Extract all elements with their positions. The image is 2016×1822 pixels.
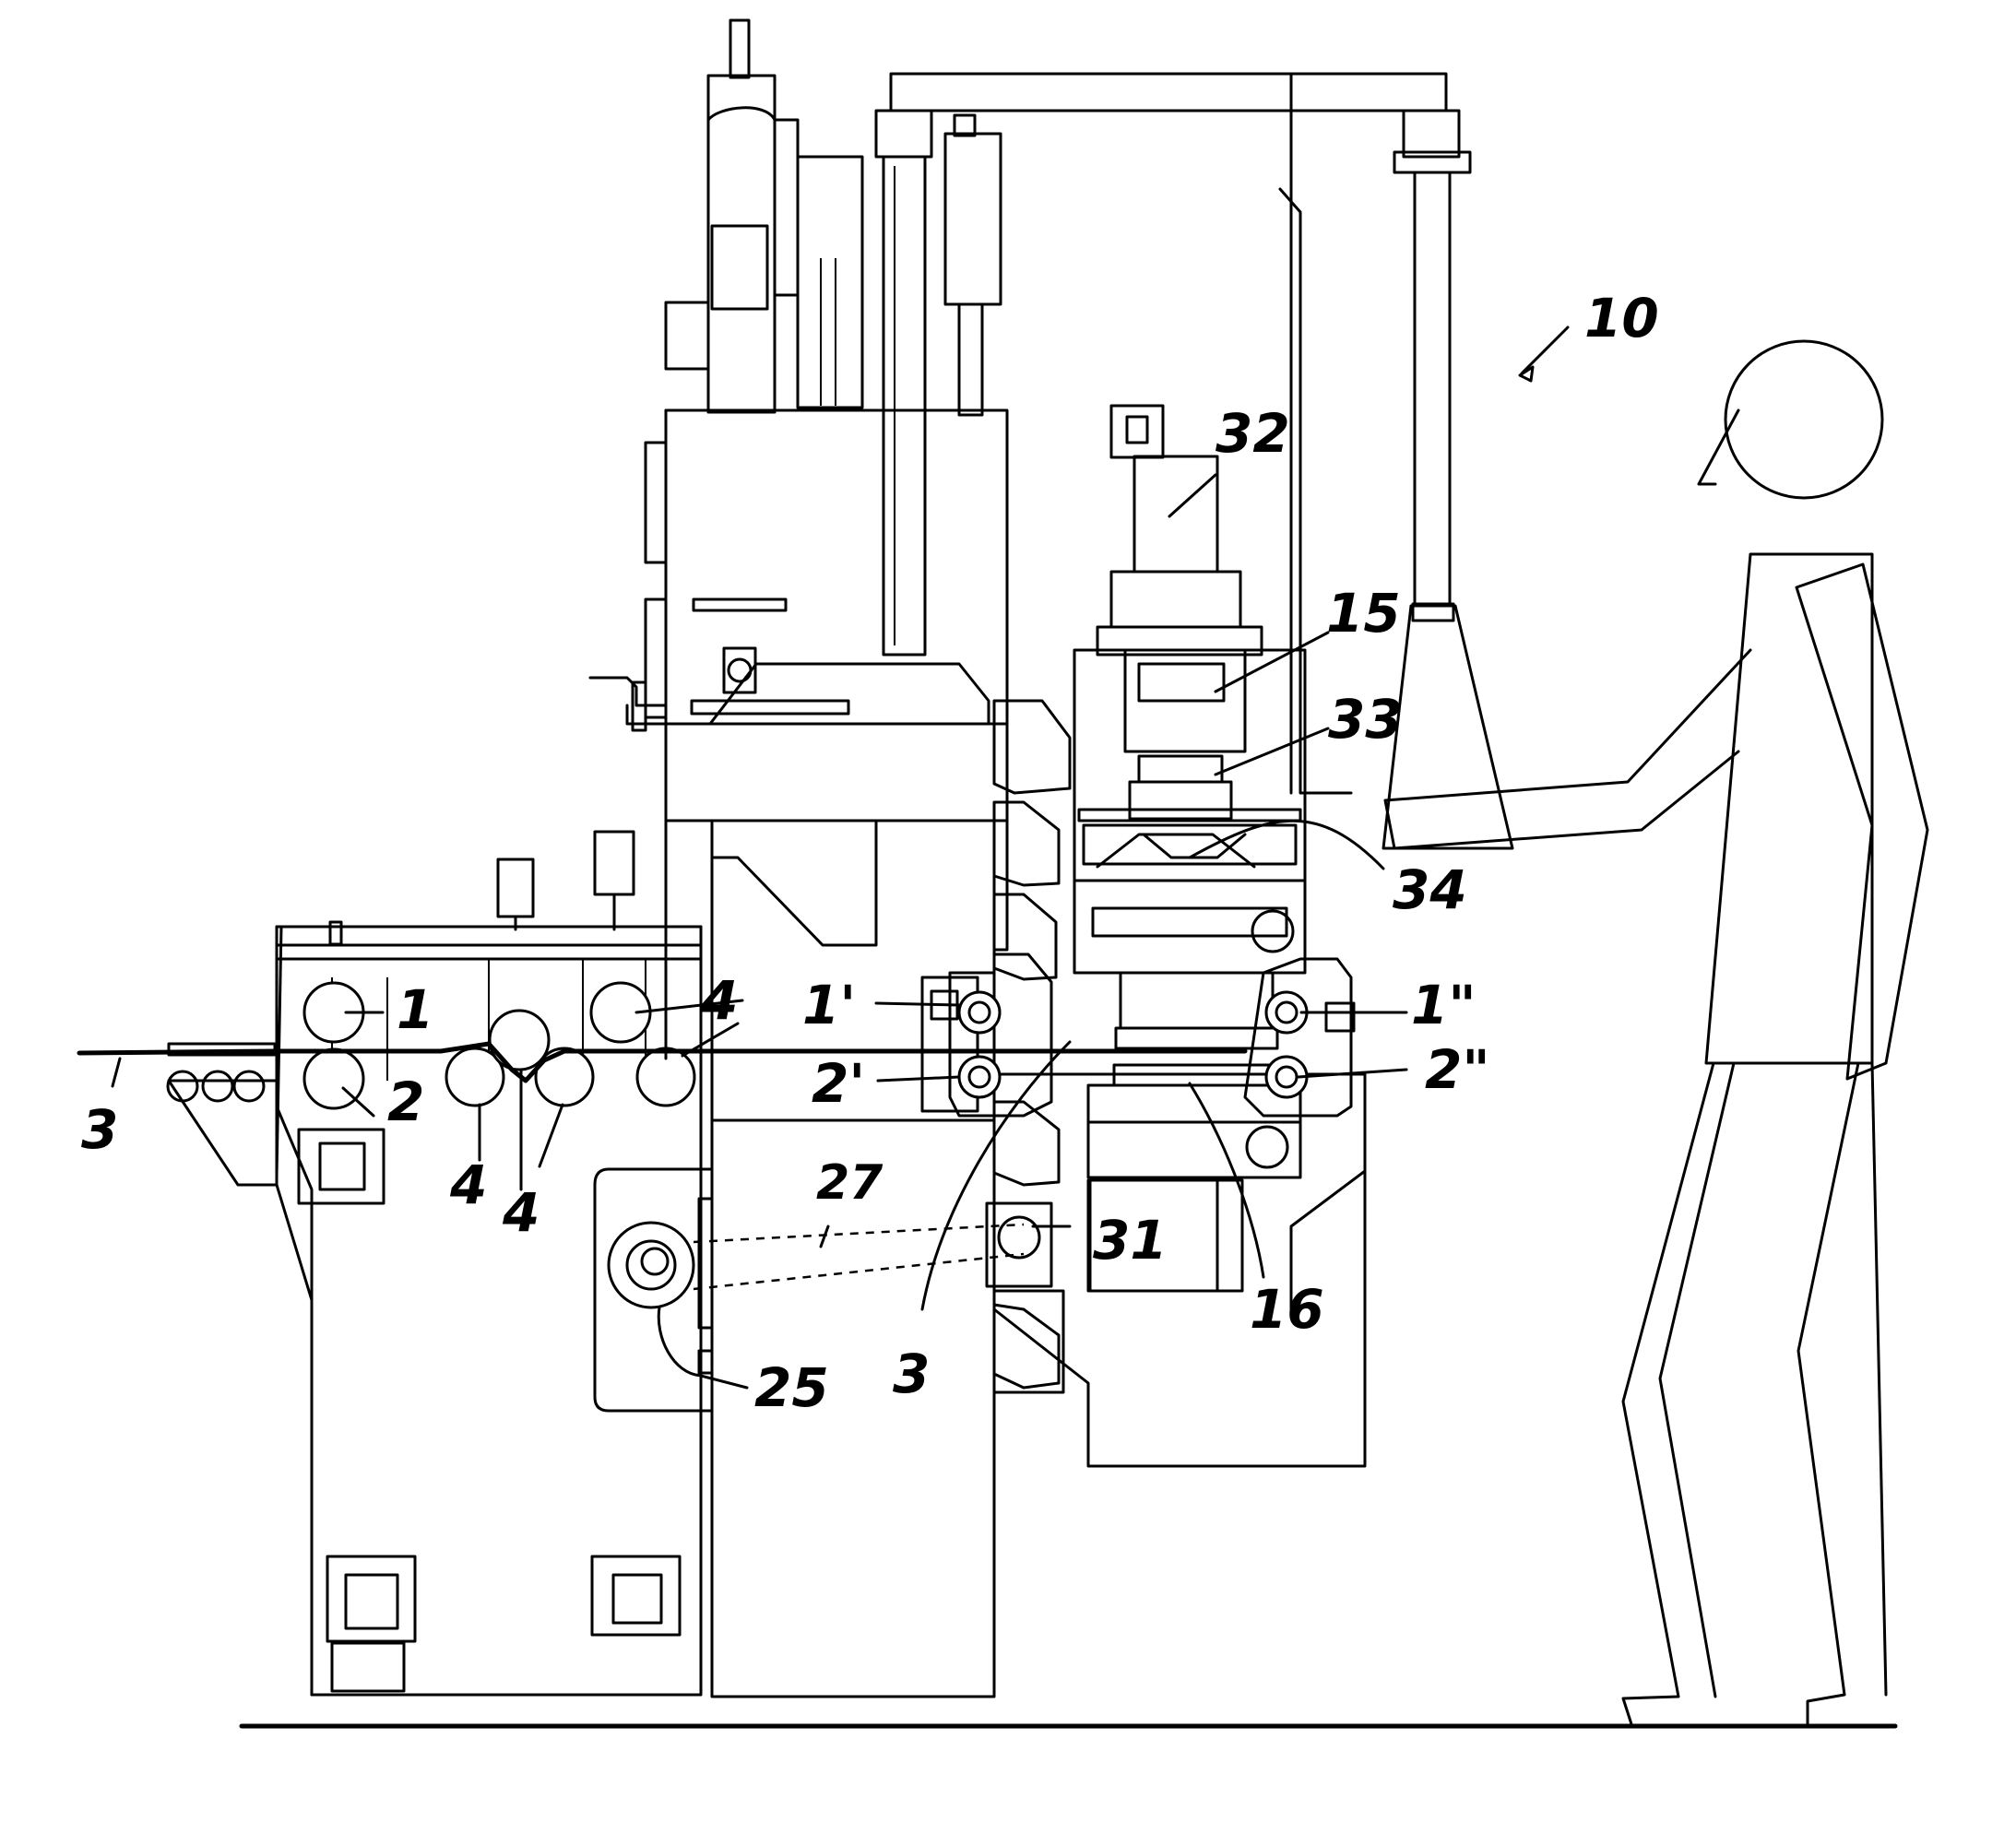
- roller-block-right: [1245, 959, 1354, 1116]
- label-1-double-prime: 1": [1411, 974, 1476, 1036]
- reference-numerals: 3 1 2 4 4 4 1' 2' 1" 2" 10 32 15 33 34 2…: [81, 287, 1659, 1419]
- label-27: 27: [816, 1155, 883, 1211]
- label-3-center: 3: [893, 1343, 930, 1405]
- label-25: 25: [754, 1356, 829, 1419]
- label-32: 32: [1216, 402, 1290, 465]
- label-1-prime: 1': [802, 974, 856, 1036]
- label-4a: 4: [449, 1154, 487, 1216]
- label-2: 2: [387, 1071, 424, 1133]
- label-1: 1: [397, 978, 433, 1041]
- feed-rollers: [304, 983, 694, 1108]
- label-4c: 4: [700, 969, 738, 1032]
- label-34: 34: [1393, 858, 1467, 921]
- label-4b: 4: [502, 1181, 540, 1244]
- label-16: 16: [1250, 1278, 1324, 1341]
- label-33: 33: [1328, 688, 1403, 751]
- label-31: 31: [1093, 1209, 1168, 1272]
- belt-27-top: [694, 1225, 1024, 1242]
- belt-27-bottom: [694, 1254, 1024, 1289]
- gantry-frame: [876, 74, 1512, 848]
- label-10: 10: [1584, 287, 1659, 349]
- label-2-double-prime: 2": [1425, 1038, 1490, 1101]
- motor-25: [595, 1169, 747, 1411]
- feed-unit: [168, 832, 701, 1695]
- label-2-prime: 2': [812, 1052, 865, 1115]
- label-15: 15: [1326, 582, 1401, 645]
- label-3-left: 3: [81, 1098, 118, 1161]
- press-side-rolls: [994, 701, 1070, 1388]
